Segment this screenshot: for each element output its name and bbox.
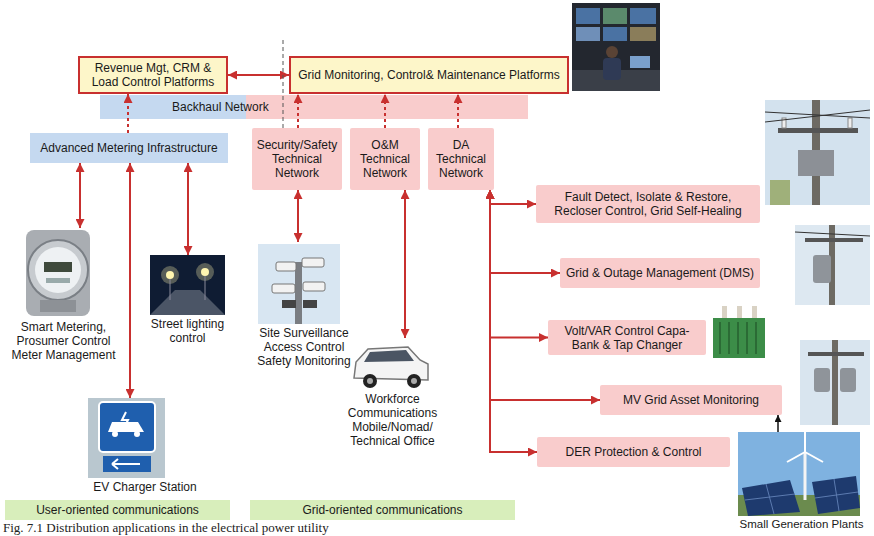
solar-wind-photo bbox=[738, 432, 860, 516]
node-text: Advanced Metering Infrastructure bbox=[40, 141, 217, 155]
connector-arrow bbox=[228, 74, 289, 76]
network-band: Backhaul Network bbox=[100, 95, 528, 119]
connector-arrow bbox=[297, 190, 299, 242]
connector-arrow bbox=[777, 415, 779, 432]
application-box: MV Grid Asset Monitoring bbox=[600, 385, 782, 415]
application-box: Fault Detect, Isolate & Restore, Reclose… bbox=[536, 185, 760, 223]
platform-box: Revenue Mgt, CRM & Load Control Platform… bbox=[78, 56, 228, 94]
node-text: Grid & Outage Management (DMS) bbox=[566, 266, 754, 280]
node-text: Small Generation Plants bbox=[734, 517, 869, 531]
node-text: Street lighting control bbox=[146, 317, 229, 345]
image-node: Smart Metering, Prosumer Control Meter M… bbox=[5, 228, 122, 362]
node-text: Grid-oriented communications bbox=[302, 503, 462, 517]
image-node: Street lighting control bbox=[145, 255, 230, 345]
image-node: Small Generation Plants bbox=[733, 432, 870, 531]
connector-arrow bbox=[187, 163, 189, 255]
node-text: User-oriented communications bbox=[36, 503, 199, 517]
surveillance-camera-photo bbox=[258, 244, 340, 324]
transformer-photo bbox=[713, 306, 765, 358]
control-room-photo bbox=[572, 3, 660, 91]
smart-meter-photo bbox=[26, 230, 90, 316]
pole-photo bbox=[765, 100, 870, 205]
node-text: MV Grid Asset Monitoring bbox=[623, 393, 759, 407]
connector-arrow bbox=[79, 163, 81, 228]
band-ground bbox=[100, 95, 528, 119]
image-node: EV Charger Station bbox=[85, 398, 205, 494]
connector-arrow bbox=[457, 94, 459, 128]
image-node: Workforce Communications Mobile/Nomad/ T… bbox=[345, 338, 440, 448]
node-text: DA Technical Network bbox=[432, 138, 490, 180]
car-photo bbox=[354, 347, 428, 388]
pole-photo bbox=[795, 225, 870, 305]
node-text: Grid Monitoring, Control& Maintenance Pl… bbox=[298, 68, 559, 82]
network-box: O&M Technical Network bbox=[350, 128, 420, 190]
node-text: EV Charger Station bbox=[86, 480, 204, 494]
group-band: Grid-oriented communications bbox=[250, 500, 515, 520]
figure-caption: Fig. 7.1 Distribution applications in th… bbox=[3, 520, 329, 535]
connector-arrow bbox=[490, 190, 536, 204]
node-text: Security/Safety Technical Network bbox=[256, 138, 338, 180]
node-text: Revenue Mgt, CRM & Load Control Platform… bbox=[84, 61, 222, 89]
application-box: Grid & Outage Management (DMS) bbox=[560, 258, 760, 288]
node-text: Fault Detect, Isolate & Restore, Reclose… bbox=[540, 190, 756, 218]
street-light-photo bbox=[150, 255, 225, 315]
application-box: Volt/VAR Control Capa-Bank & Tap Changer bbox=[548, 320, 706, 355]
connector-arrow bbox=[490, 190, 537, 452]
connector-arrow bbox=[384, 94, 386, 128]
platform-box: Grid Monitoring, Control& Maintenance Pl… bbox=[289, 56, 569, 94]
connector-arrow bbox=[127, 94, 129, 133]
node-text: O&M Technical Network bbox=[354, 138, 416, 180]
network-box: Security/Safety Technical Network bbox=[252, 128, 342, 190]
group-band: User-oriented communications bbox=[5, 500, 230, 520]
image-node: Site Surveillance Access Control Safety … bbox=[248, 242, 360, 368]
connector-arrow bbox=[129, 163, 131, 398]
network-box: DA Technical Network bbox=[428, 128, 494, 190]
ev-charger-sign bbox=[88, 398, 165, 478]
node-text: Smart Metering, Prosumer Control Meter M… bbox=[6, 320, 121, 362]
node-text: Volt/VAR Control Capa-Bank & Tap Changer bbox=[552, 324, 702, 352]
node-text: Site Surveillance Access Control Safety … bbox=[249, 326, 359, 368]
pole-photo bbox=[800, 340, 870, 425]
divider-line bbox=[283, 40, 284, 128]
node-text: Backhaul Network bbox=[172, 95, 528, 119]
connector-arrow bbox=[404, 190, 406, 338]
application-box: DER Protection & Control bbox=[537, 437, 730, 467]
connector-arrow bbox=[297, 94, 299, 128]
network-box: Advanced Metering Infrastructure bbox=[30, 133, 228, 163]
node-text: DER Protection & Control bbox=[565, 445, 701, 459]
node-text: Workforce Communications Mobile/Nomad/ T… bbox=[346, 392, 439, 448]
